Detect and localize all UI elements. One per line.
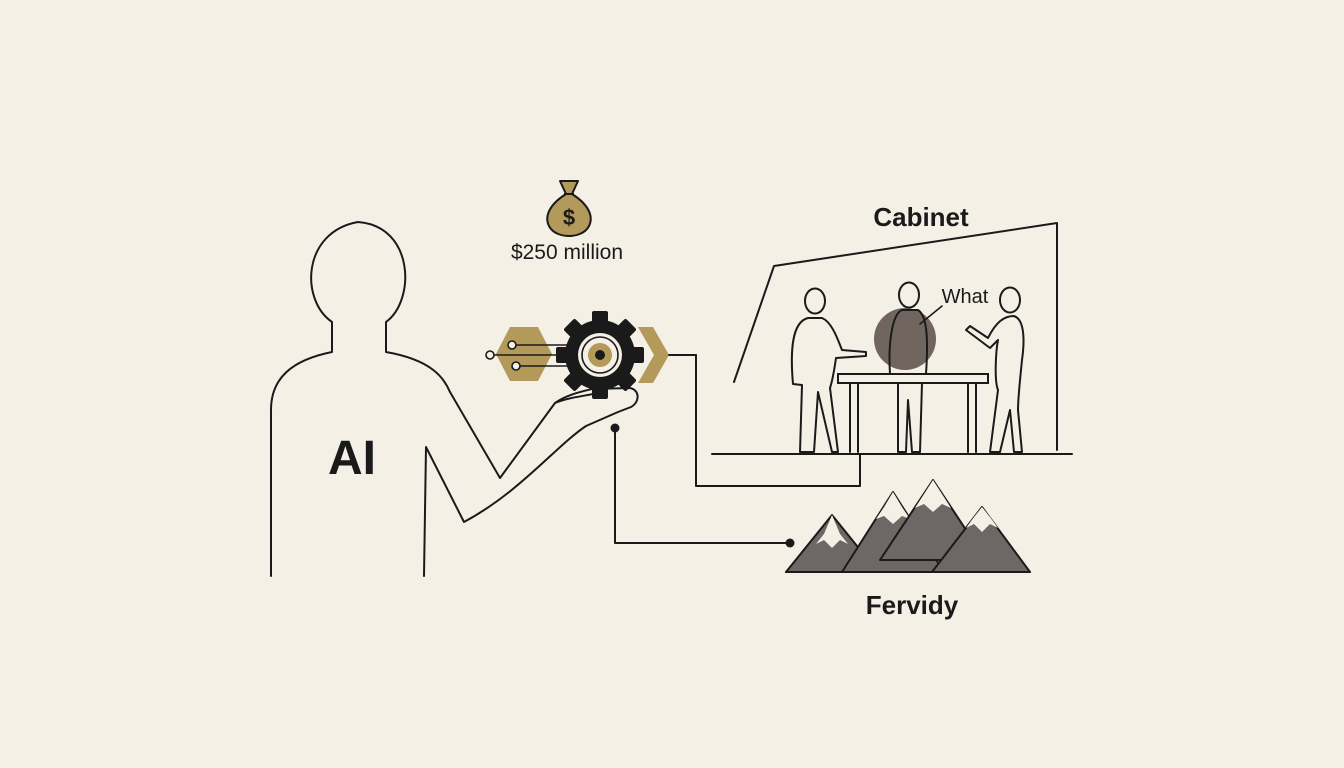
mountain-icon bbox=[785, 479, 1031, 573]
hexagon-icon bbox=[496, 327, 552, 381]
cabinet-member-right bbox=[965, 286, 1025, 453]
gear-icon bbox=[556, 311, 644, 399]
money-bag-icon: $ bbox=[546, 180, 592, 237]
money-label: $250 million bbox=[511, 241, 623, 264]
mountain-label: Fervidy bbox=[866, 590, 959, 620]
cabinet-room bbox=[711, 222, 1073, 455]
ai-person bbox=[270, 221, 639, 577]
cabinet-label: Cabinet bbox=[873, 202, 969, 232]
cabinet-member-center bbox=[874, 281, 943, 453]
connector-lines bbox=[610, 354, 861, 548]
chevron-icon bbox=[638, 327, 697, 383]
cabinet-member-left bbox=[790, 287, 867, 453]
speech-label: What bbox=[942, 286, 989, 308]
cabinet-table bbox=[837, 373, 989, 453]
ai-label: AI bbox=[328, 432, 376, 485]
money-symbol: $ bbox=[563, 205, 575, 230]
